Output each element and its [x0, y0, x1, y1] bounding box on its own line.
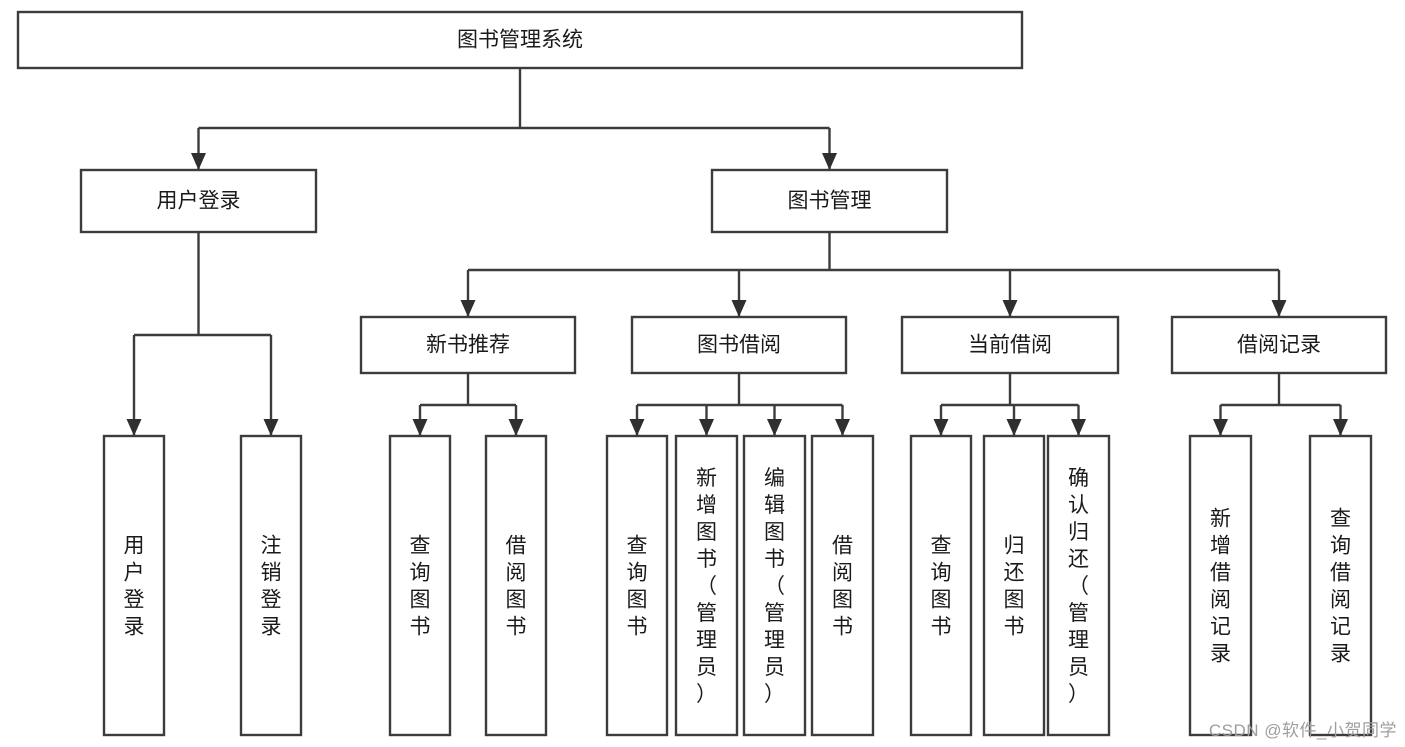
node-label: 图书管理 [788, 190, 872, 213]
node-leaf-query-book-2[interactable]: 查询图书 [605, 434, 669, 737]
node-label: 新书推荐 [426, 334, 510, 357]
node-n-borrow-record[interactable]: 借阅记录 [1170, 315, 1388, 375]
node-box [630, 315, 848, 375]
node-box [239, 434, 303, 737]
node-n-book-mgmt[interactable]: 图书管理 [710, 168, 949, 234]
arrow-head [1333, 419, 1348, 436]
node-leaf-user-login[interactable]: 用户登录 [102, 434, 166, 737]
arrow-head [767, 419, 782, 436]
node-leaf-query-record[interactable]: 查询借阅记录 [1308, 434, 1373, 737]
node-label: 图书管理系统 [457, 29, 583, 52]
node-leaf-add-book[interactable]: 新增图书（管理员） [674, 434, 739, 737]
arrow-head [191, 153, 206, 170]
arrow-head [835, 419, 850, 436]
node-layer: 图书管理系统用户登录图书管理新书推荐图书借阅当前借阅借阅记录用户登录注销登录查询… [16, 10, 1388, 737]
arrow-head [1213, 419, 1228, 436]
arrow-head [126, 419, 142, 436]
node-box [810, 434, 875, 737]
node-label: 用户登录 [157, 190, 241, 213]
edge-group-n-user-login [126, 232, 279, 436]
arrow-head [933, 419, 949, 436]
arrow-head [412, 419, 428, 436]
edge-group-n-new-book-rec [412, 373, 524, 436]
node-leaf-return-book[interactable]: 归还图书 [982, 434, 1046, 737]
node-box [900, 315, 1120, 375]
edge-group-n-book-borrow [629, 373, 850, 436]
node-leaf-logout[interactable]: 注销登录 [239, 434, 303, 737]
node-label: 查询图书 [627, 535, 648, 639]
edge-group-n-book-mgmt [460, 232, 1287, 317]
arrow-head [1006, 419, 1022, 436]
node-leaf-borrow-book-2[interactable]: 借阅图书 [810, 434, 875, 737]
arrow-head [1271, 300, 1287, 317]
node-box [1046, 434, 1111, 737]
arrow-head [731, 300, 747, 317]
arrow-head [263, 419, 279, 436]
node-n-current-borrow[interactable]: 当前借阅 [900, 315, 1120, 375]
edge-group-root [191, 68, 837, 170]
node-box [484, 434, 548, 737]
arrow-head [629, 419, 645, 436]
node-label: 图书借阅 [697, 334, 781, 357]
node-label: 借阅图书 [832, 535, 853, 639]
node-label: 编辑图书（管理员） [764, 467, 785, 706]
node-box [102, 434, 166, 737]
node-label: 确认归还（管理员） [1068, 467, 1089, 706]
node-label: 新增图书（管理员） [696, 467, 717, 706]
node-box [359, 315, 577, 375]
arrow-head [1002, 300, 1018, 317]
node-leaf-edit-book[interactable]: 编辑图书（管理员） [742, 434, 807, 737]
node-box [909, 434, 973, 737]
node-root[interactable]: 图书管理系统 [16, 10, 1024, 70]
node-leaf-add-record[interactable]: 新增借阅记录 [1188, 434, 1253, 737]
node-box [605, 434, 669, 737]
arrow-head [508, 419, 524, 436]
arrow-head [1071, 419, 1086, 436]
arrow-head [460, 300, 476, 317]
node-box [982, 434, 1046, 737]
edge-group-n-borrow-record [1213, 373, 1348, 436]
node-box [1170, 315, 1388, 375]
node-leaf-query-book-1[interactable]: 查询图书 [388, 434, 452, 737]
node-label: 查询图书 [931, 535, 952, 639]
node-label: 查询借阅记录 [1330, 508, 1351, 666]
node-label: 归还图书 [1004, 535, 1025, 639]
node-label: 查询图书 [410, 535, 431, 639]
node-label: 当前借阅 [968, 334, 1052, 357]
arrow-head [699, 419, 714, 436]
node-leaf-confirm-return[interactable]: 确认归还（管理员） [1046, 434, 1111, 737]
node-box [1188, 434, 1253, 737]
node-box [79, 168, 318, 234]
node-label: 用户登录 [124, 535, 145, 639]
node-n-user-login[interactable]: 用户登录 [79, 168, 318, 234]
node-box [16, 10, 1024, 70]
node-n-new-book-rec[interactable]: 新书推荐 [359, 315, 577, 375]
node-leaf-borrow-book-1[interactable]: 借阅图书 [484, 434, 548, 737]
node-box [388, 434, 452, 737]
node-label: 借阅图书 [506, 535, 527, 639]
edge-group-n-current-borrow [933, 373, 1086, 436]
node-box [1308, 434, 1373, 737]
node-label: 借阅记录 [1237, 334, 1321, 357]
connector-layer [126, 68, 1348, 436]
node-box [710, 168, 949, 234]
node-label: 新增借阅记录 [1210, 508, 1231, 666]
node-box [674, 434, 739, 737]
node-label: 注销登录 [261, 535, 282, 639]
arrow-head [822, 153, 837, 170]
node-box [742, 434, 807, 737]
node-leaf-query-book-3[interactable]: 查询图书 [909, 434, 973, 737]
node-n-book-borrow[interactable]: 图书借阅 [630, 315, 848, 375]
